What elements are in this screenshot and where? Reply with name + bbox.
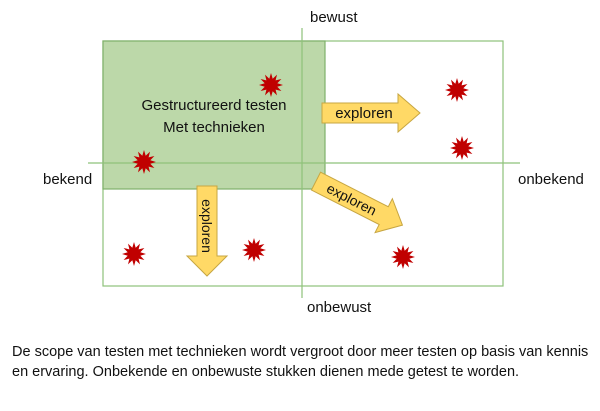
axis-label-top: bewust (310, 9, 358, 26)
axis-label-bottom: onbewust (307, 299, 372, 316)
highlight-title-line1: Gestructureerd testen (141, 97, 286, 114)
explore-arrow-down-label: exploren (199, 199, 215, 253)
starburst-icon (450, 136, 474, 160)
defect-markers (122, 73, 474, 269)
starburst-icon (391, 245, 415, 269)
starburst-icon (259, 73, 283, 97)
starburst-icon (122, 242, 146, 266)
caption-text: De scope van testen met technieken wordt… (12, 344, 589, 380)
quadrant-diagram: bewust onbewust bekend onbekend Gestruct… (43, 9, 584, 316)
starburst-icon (242, 238, 266, 262)
axis-label-right: onbekend (518, 171, 584, 188)
explore-arrow-diagonal: exploren (310, 171, 404, 234)
explore-arrow-right-label: exploren (335, 105, 393, 122)
explore-arrow-right: exploren (321, 92, 421, 134)
highlight-title-line2: Met technieken (163, 119, 265, 136)
starburst-icon (445, 78, 469, 102)
starburst-icon (132, 150, 156, 174)
explore-arrow-down: exploren (185, 185, 229, 277)
axis-label-left: bekend (43, 171, 92, 188)
